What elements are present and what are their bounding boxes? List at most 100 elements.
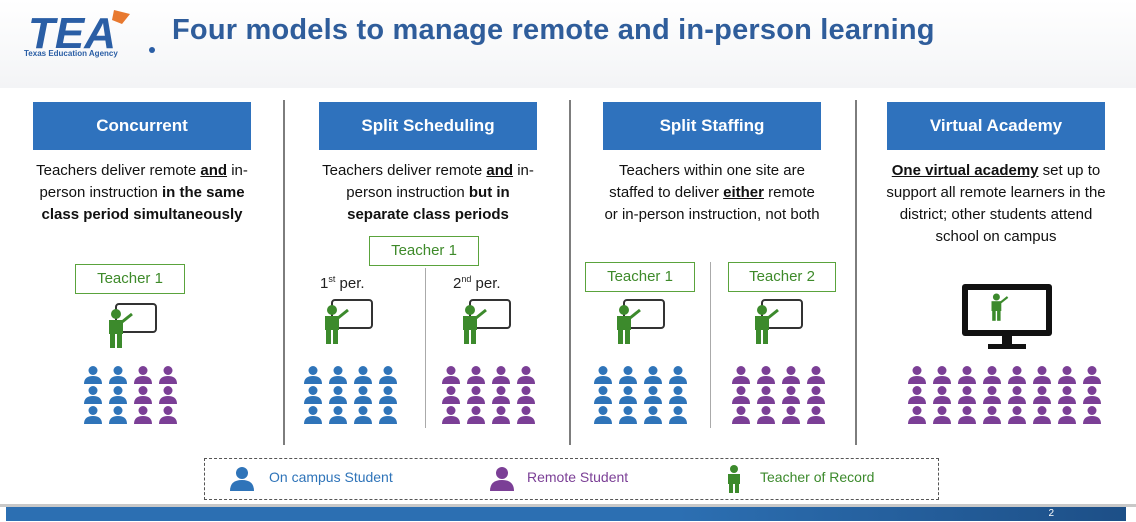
remote-student-icon	[782, 366, 800, 384]
remote-student-icon	[1008, 386, 1026, 404]
teacher-with-board-icon	[325, 299, 373, 344]
remote-student-icon	[757, 406, 775, 424]
logo-subtext: Texas Education Agency	[24, 49, 118, 58]
teacher-with-board-icon	[109, 303, 157, 348]
remote-student-icon	[517, 386, 535, 404]
remote-student-icon	[159, 366, 177, 384]
on-campus-student-icon	[619, 366, 637, 384]
on-campus-student-icon	[594, 406, 612, 424]
teacher-label: Teacher 1	[585, 262, 695, 292]
remote-student-icon	[442, 406, 460, 424]
teacher-of-record-icon	[725, 465, 743, 498]
remote-student-icon	[489, 467, 515, 496]
on-campus-student-icon	[644, 406, 662, 424]
remote-student-icon	[442, 366, 460, 384]
remote-student-icon	[1008, 406, 1026, 424]
on-campus-student-icon	[109, 386, 127, 404]
column-divider	[283, 100, 285, 445]
remote-student-icon	[492, 366, 510, 384]
remote-student-icon	[732, 366, 750, 384]
legend-remote-label: Remote Student	[527, 469, 629, 485]
remote-student-icon	[782, 406, 800, 424]
teacher-with-board-icon	[463, 299, 511, 344]
on-campus-student-icon	[619, 406, 637, 424]
on-campus-student-icon	[379, 406, 397, 424]
remote-student-icon	[908, 366, 926, 384]
on-campus-student-icon	[354, 386, 372, 404]
on-campus-student-icon	[329, 366, 347, 384]
on-campus-student-icon	[644, 366, 662, 384]
remote-student-icon	[1058, 386, 1076, 404]
remote-student-icon	[908, 386, 926, 404]
model-description: Teachers within one site are staffed to …	[604, 162, 820, 223]
on-campus-student-icon	[329, 406, 347, 424]
on-campus-student-icon	[669, 386, 687, 404]
page-number: 2	[1048, 508, 1054, 519]
svg-text:TEA: TEA	[28, 9, 116, 58]
model-split-staffing: Split Staffing Teachers within one site …	[602, 102, 822, 226]
remote-student-icon	[492, 386, 510, 404]
model-description: One virtual academy set up to support al…	[886, 162, 1106, 245]
remote-student-icon	[1083, 406, 1101, 424]
on-campus-student-icon	[84, 406, 102, 424]
model-concurrent: Concurrent Teachers deliver remote and i…	[32, 102, 252, 226]
on-campus-student-icon	[619, 386, 637, 404]
remote-student-icon	[958, 406, 976, 424]
period-divider	[425, 268, 426, 428]
model-split-scheduling: Split Scheduling Teachers deliver remote…	[318, 102, 538, 226]
model-title: Concurrent	[33, 102, 251, 150]
on-campus-student-icon	[329, 386, 347, 404]
on-campus-student-icon	[109, 406, 127, 424]
remote-student-icon	[807, 406, 825, 424]
remote-student-icon	[983, 366, 1001, 384]
remote-student-icon	[1058, 406, 1076, 424]
on-campus-student-icon	[229, 467, 255, 496]
remote-student-icon	[1008, 366, 1026, 384]
on-campus-student-icon	[304, 386, 322, 404]
remote-student-icon	[1058, 366, 1076, 384]
remote-student-icon	[134, 406, 152, 424]
legend-on-campus-label: On campus Student	[269, 469, 393, 485]
on-campus-student-icon	[354, 366, 372, 384]
on-campus-student-icon	[669, 406, 687, 424]
legend: On campus Student Remote Student Teacher…	[204, 458, 939, 500]
model-title: Split Staffing	[603, 102, 821, 150]
remote-student-icon	[517, 406, 535, 424]
remote-student-icon	[467, 386, 485, 404]
remote-student-icon	[807, 386, 825, 404]
on-campus-student-icon	[84, 366, 102, 384]
remote-student-icon	[467, 366, 485, 384]
on-campus-student-icon	[379, 386, 397, 404]
on-campus-student-icon	[669, 366, 687, 384]
remote-student-icon	[732, 386, 750, 404]
remote-student-icon	[134, 366, 152, 384]
remote-student-icon	[134, 386, 152, 404]
remote-student-icon	[1033, 406, 1051, 424]
remote-student-icon	[807, 366, 825, 384]
on-campus-student-icon	[354, 406, 372, 424]
staff-divider	[710, 262, 711, 428]
remote-student-icon	[908, 406, 926, 424]
model-description: Teachers deliver remote and in-person in…	[36, 162, 248, 223]
legend-teacher-label: Teacher of Record	[760, 469, 875, 485]
footer-bar	[6, 507, 1126, 521]
remote-student-icon	[782, 386, 800, 404]
teacher-label: Teacher 2	[728, 262, 836, 292]
remote-student-icon	[757, 386, 775, 404]
model-virtual-academy: Virtual Academy One virtual academy set …	[886, 102, 1106, 248]
column-divider	[855, 100, 857, 445]
remote-student-icon	[958, 386, 976, 404]
on-campus-student-icon	[379, 366, 397, 384]
remote-student-icon	[1033, 386, 1051, 404]
computer-monitor-icon	[960, 282, 1054, 355]
remote-student-icon	[159, 386, 177, 404]
remote-student-icon	[492, 406, 510, 424]
remote-student-icon	[1033, 366, 1051, 384]
remote-student-icon	[442, 386, 460, 404]
remote-student-icon	[983, 386, 1001, 404]
model-title: Virtual Academy	[887, 102, 1105, 150]
teacher-with-board-icon	[755, 299, 803, 344]
footer-line	[0, 504, 1136, 507]
on-campus-student-icon	[304, 406, 322, 424]
on-campus-student-icon	[594, 366, 612, 384]
